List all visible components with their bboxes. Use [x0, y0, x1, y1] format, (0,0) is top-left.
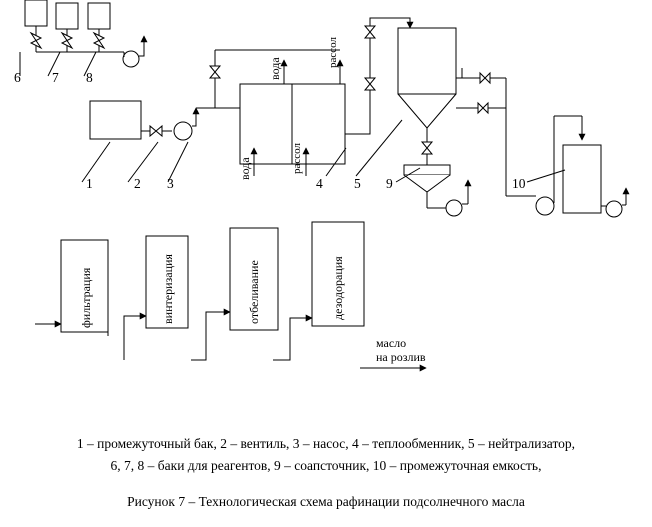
intermediate-vessel-10 — [535, 115, 630, 218]
step-filtration-box — [60, 239, 109, 333]
step-bleaching-box — [229, 227, 279, 331]
output-label-line1: масло — [376, 336, 406, 350]
heat-exchanger-right — [291, 83, 346, 165]
valve-2-icon — [149, 124, 163, 138]
reagent-pump — [122, 35, 148, 68]
step-deodorization-label: дезодорация — [331, 256, 345, 320]
soapstock-tank-9 — [403, 164, 472, 217]
legend-line-1: 1 – промежуточный бак, 2 – вентиль, 3 – … — [76, 436, 576, 451]
step-filtration-label: фильтрация — [79, 267, 93, 328]
pump-3 — [173, 107, 200, 141]
number-4: 4 — [316, 176, 323, 191]
label-water-bottom: вода — [238, 157, 252, 180]
heat-exchanger-left — [239, 83, 293, 165]
number-9: 9 — [386, 176, 393, 191]
step-winterization-label: винтеризация — [161, 254, 175, 324]
valve-icon — [29, 31, 43, 50]
reagent-tank-6 — [24, 0, 48, 52]
output-label-line2: на розлив — [376, 350, 426, 364]
label-brine-top: рассол — [327, 36, 339, 68]
intermediate-tank-1 — [89, 100, 142, 140]
valve-icon — [420, 141, 434, 155]
number-5: 5 — [354, 176, 361, 191]
valve-icon — [479, 71, 491, 85]
step-deodorization-box — [311, 221, 365, 327]
valve-icon — [60, 31, 74, 50]
valve-icon — [477, 101, 489, 115]
number-10: 10 — [512, 176, 526, 191]
number-1: 1 — [86, 176, 93, 191]
valve-icon — [363, 77, 377, 91]
legend-line-2: 6, 7, 8 – баки для реагентов, 9 – соапст… — [110, 458, 542, 473]
number-6: 6 — [14, 70, 21, 85]
reagent-tank-8 — [87, 2, 111, 52]
figure-caption: Рисунок 7 – Технологическая схема рафина… — [127, 494, 525, 509]
number-7: 7 — [52, 70, 59, 85]
valve-icon — [92, 31, 106, 50]
step-bleaching-label: отбеливание — [247, 260, 261, 324]
number-8: 8 — [86, 70, 93, 85]
number-3: 3 — [167, 176, 174, 191]
valve-icon — [208, 65, 222, 79]
number-2: 2 — [134, 176, 141, 191]
reagent-tank-7 — [55, 2, 79, 52]
label-water-top: вода — [268, 57, 282, 80]
valve-icon — [363, 25, 377, 39]
step-winterization-box — [145, 235, 189, 329]
neutralizer-5 — [397, 27, 457, 165]
label-brine-bottom: рассол — [291, 142, 303, 174]
